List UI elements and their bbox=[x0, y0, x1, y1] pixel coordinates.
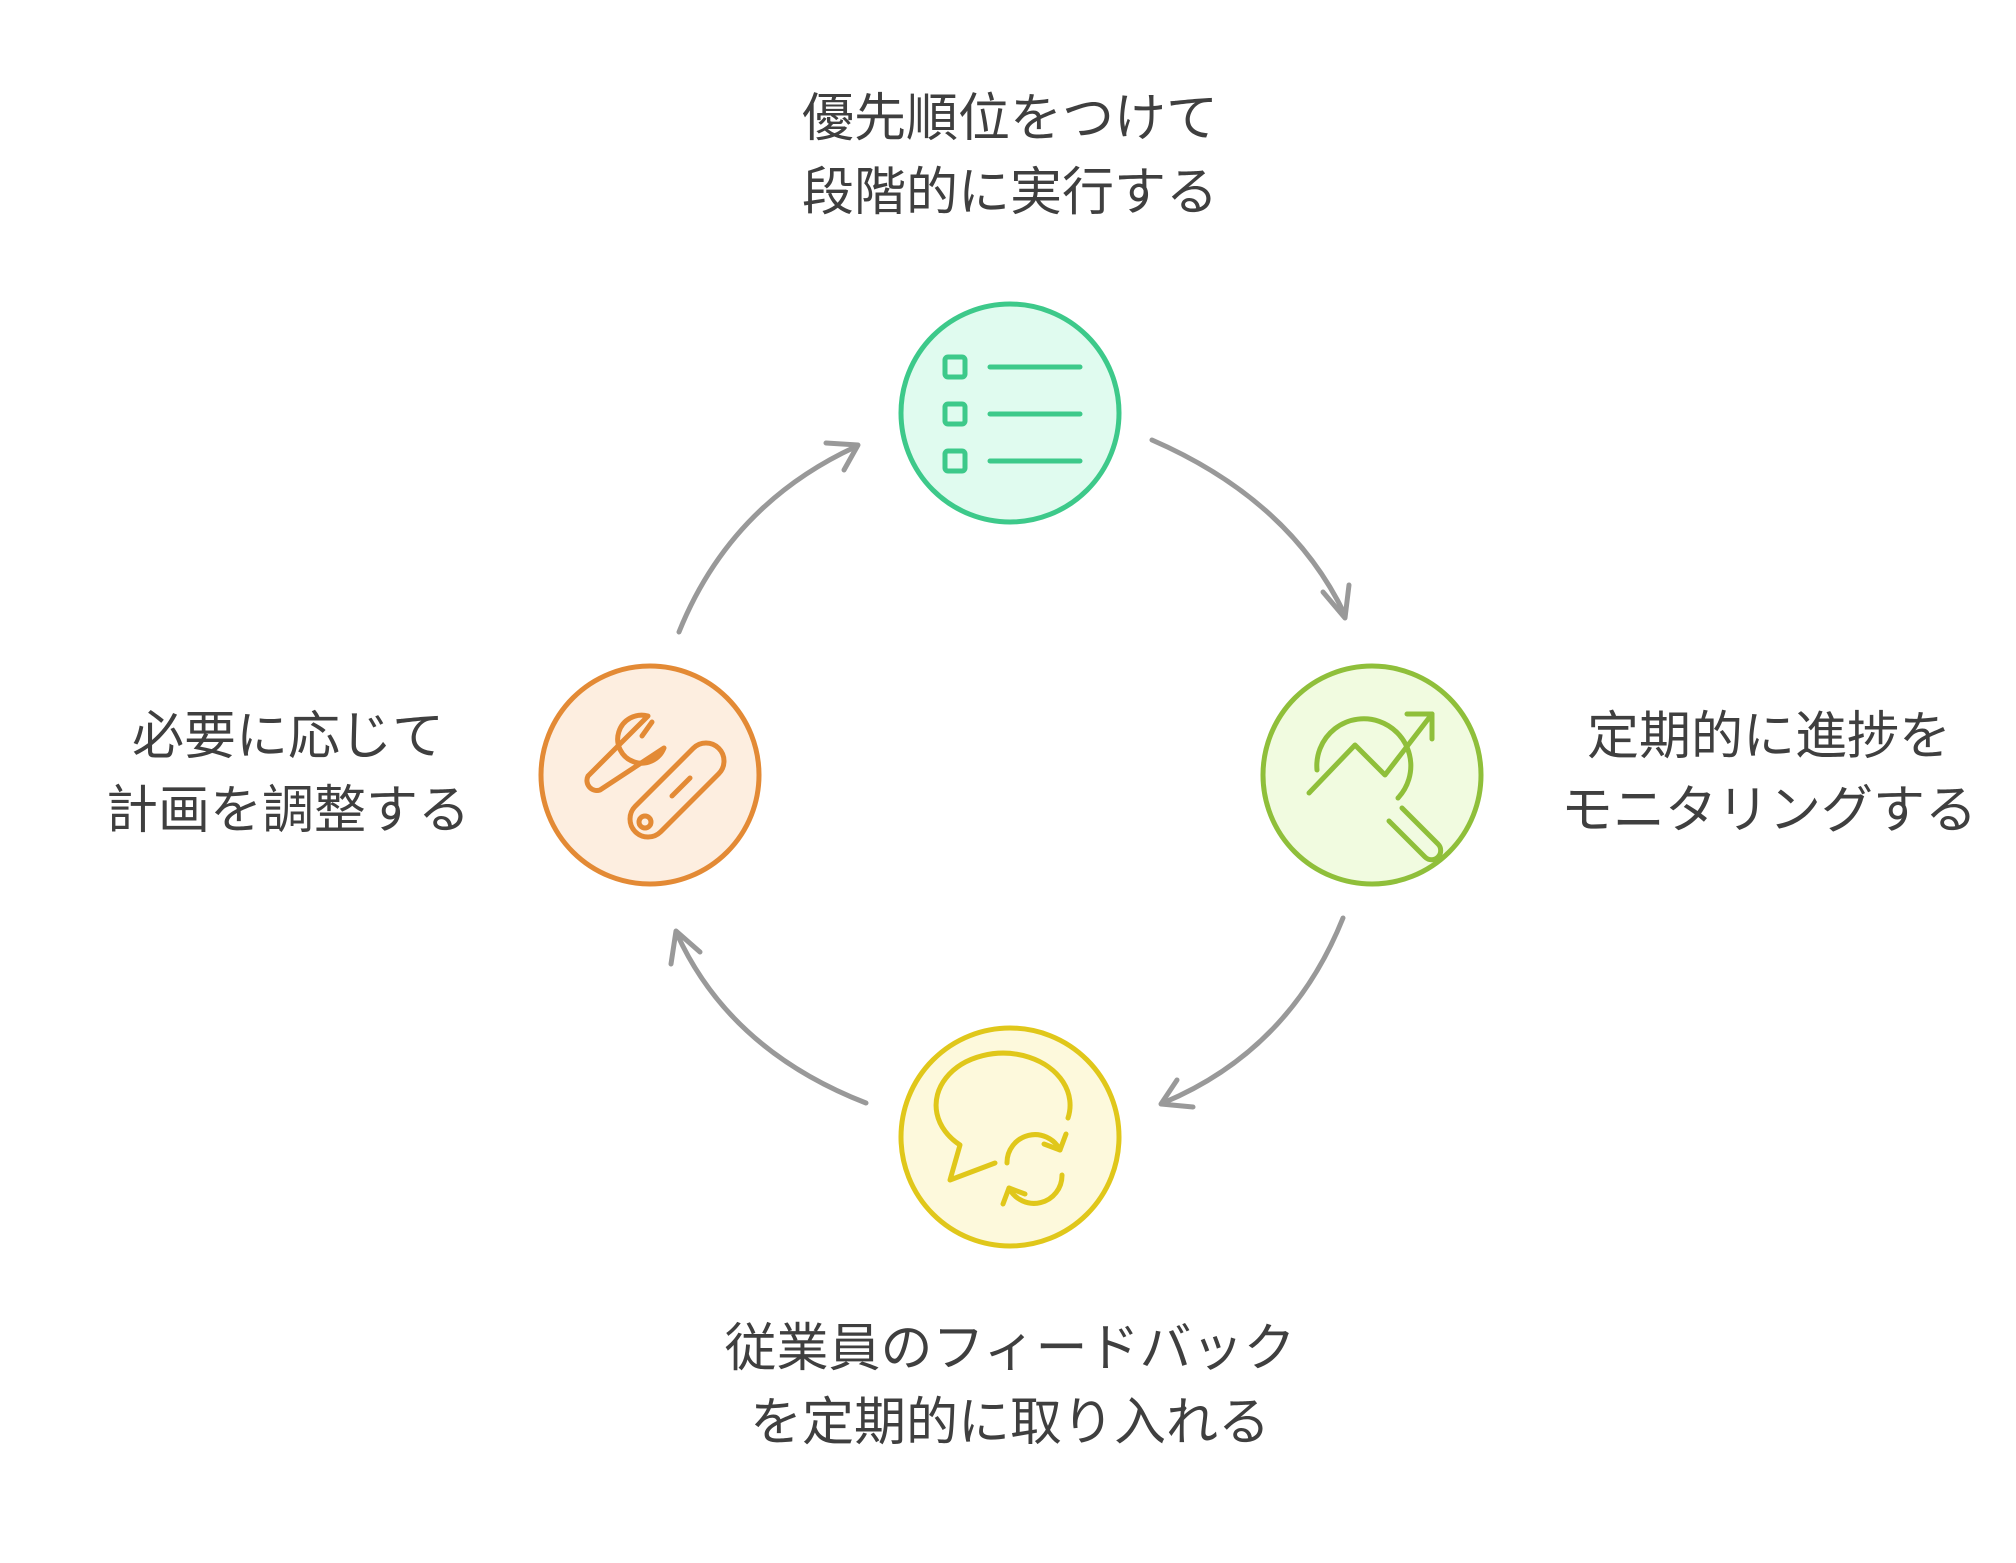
checklist-icon bbox=[942, 354, 1083, 474]
step-label-line: 定期的に進捗を bbox=[1586, 707, 1952, 767]
chat-refresh-icon bbox=[933, 1050, 1073, 1207]
step-circle-feedback bbox=[898, 1025, 1122, 1249]
step-label-line: を定期的に取り入れる bbox=[749, 1393, 1270, 1453]
step-node-adjust bbox=[538, 663, 762, 887]
step-label-prioritize: 優先順位をつけて 段階的に実行する bbox=[802, 82, 1218, 230]
step-node-monitor bbox=[1260, 663, 1484, 887]
step-circle-monitor bbox=[1260, 663, 1484, 887]
step-label-line: 従業員のフィードバック bbox=[724, 1319, 1296, 1379]
step-label-line: 計画を調整する bbox=[105, 781, 471, 841]
step-label-monitor: 定期的に進捗を モニタリングする bbox=[1561, 700, 1977, 848]
step-label-line: 必要に応じて bbox=[131, 707, 445, 767]
arrow-prioritize-to-monitor bbox=[1149, 437, 1352, 621]
trend-magnifier-icon bbox=[1306, 711, 1444, 863]
arrow-adjust-to-prioritize bbox=[676, 440, 861, 635]
step-circle-adjust bbox=[538, 663, 762, 887]
step-node-prioritize bbox=[898, 301, 1122, 525]
step-node-feedback bbox=[898, 1025, 1122, 1249]
step-label-adjust: 必要に応じて 計画を調整する bbox=[106, 700, 470, 848]
tools-icon bbox=[584, 712, 727, 840]
step-label-line: モニタリングする bbox=[1560, 781, 1978, 841]
step-label-line: 段階的に実行する bbox=[801, 163, 1219, 223]
arrow-feedback-to-adjust bbox=[668, 928, 869, 1106]
step-label-line: 優先順位をつけて bbox=[801, 89, 1219, 149]
step-label-feedback: 従業員のフィードバック を定期的に取り入れる bbox=[725, 1312, 1296, 1460]
arrow-monitor-to-feedback bbox=[1158, 915, 1346, 1110]
cycle-arrows bbox=[668, 437, 1352, 1110]
